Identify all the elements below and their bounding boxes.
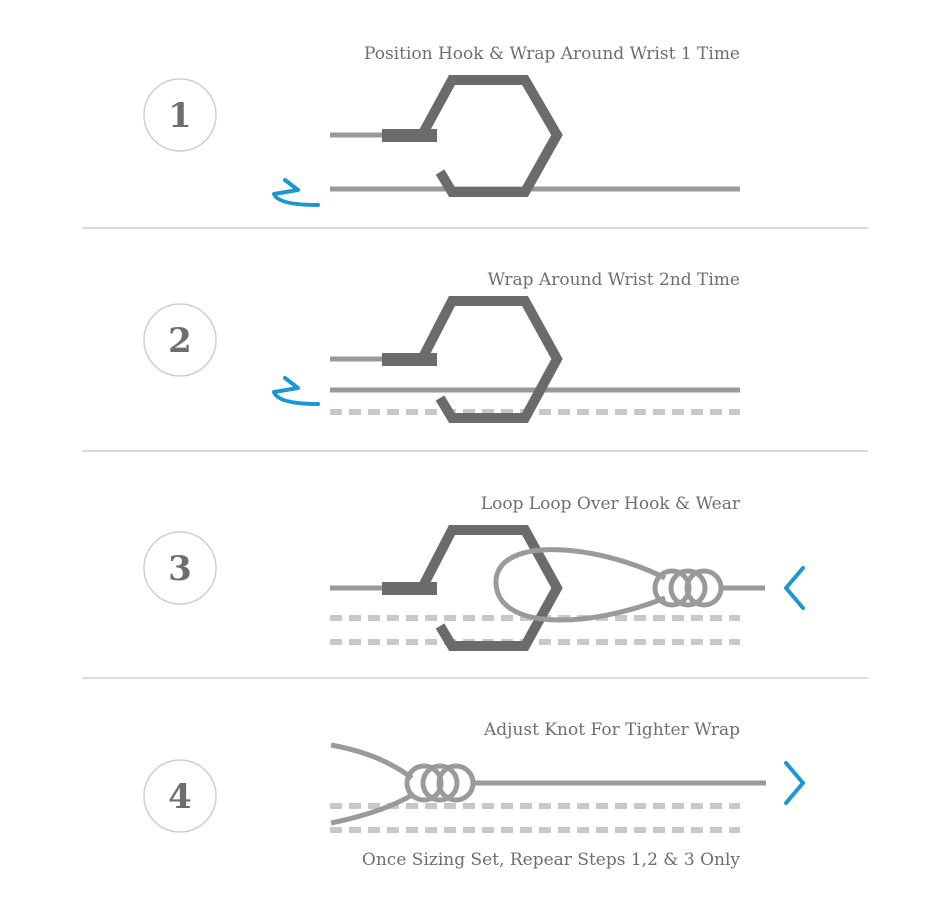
step-number-circle bbox=[143, 303, 217, 377]
step-1-number: 1 bbox=[168, 96, 192, 136]
step-2-title: Wrap Around Wrist 2nd Time bbox=[488, 270, 740, 290]
step-3-title: Loop Loop Over Hook & Wear bbox=[481, 494, 741, 514]
step-2: Wrap Around Wrist 2nd Time 2 bbox=[143, 270, 740, 423]
chevron-right-icon bbox=[784, 761, 805, 805]
strap-end-upper bbox=[330, 742, 414, 780]
hook-icon bbox=[417, 75, 563, 197]
step-3: Loop Loop Over Hook & Wear 3 bbox=[143, 494, 805, 651]
wrap-arrow-icon bbox=[272, 376, 320, 406]
knot-coil bbox=[420, 763, 460, 803]
step-4-title: Adjust Knot For Tighter Wrap bbox=[483, 720, 740, 740]
hook-icon bbox=[417, 296, 563, 423]
wrap-arrow-icon bbox=[272, 178, 320, 207]
hook-icon bbox=[417, 525, 563, 651]
step-1: Position Hook & Wrap Around Wrist 1 Time… bbox=[143, 44, 740, 207]
strap-loop bbox=[493, 547, 667, 623]
strap-end-lower bbox=[330, 792, 414, 826]
footer-note: Once Sizing Set, Repear Steps 1,2 & 3 On… bbox=[362, 850, 740, 870]
step-2-number: 2 bbox=[168, 321, 192, 361]
chevron-left-icon bbox=[784, 566, 805, 610]
step-number-circle bbox=[143, 759, 217, 833]
step-4: Adjust Knot For Tighter Wrap 4 Once Sizi… bbox=[143, 720, 805, 870]
step-3-number: 3 bbox=[168, 549, 192, 589]
step-number-circle bbox=[143, 531, 217, 605]
step-4-number: 4 bbox=[168, 777, 192, 817]
step-number-circle bbox=[143, 78, 217, 152]
step-1-title: Position Hook & Wrap Around Wrist 1 Time bbox=[364, 44, 740, 64]
knot-coil bbox=[668, 568, 708, 608]
